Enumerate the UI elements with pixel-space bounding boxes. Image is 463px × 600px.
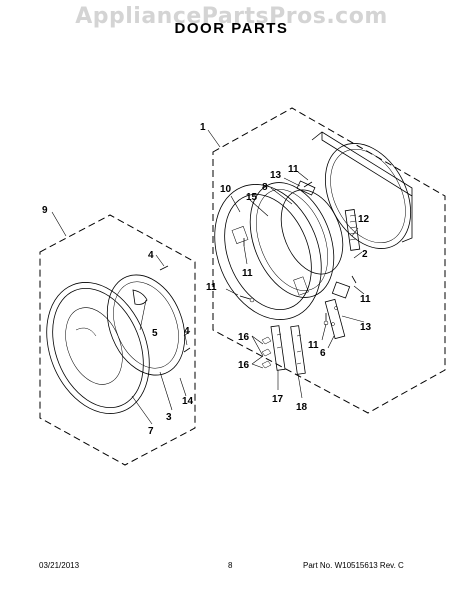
page-title: DOOR PARTS [174,20,289,37]
inner-door-group-box [212,107,446,414]
latch-strips [270,325,306,375]
callout-16b: 16 [238,360,250,371]
callout-7: 7 [148,426,154,437]
footer-page-number: 8 [228,561,233,570]
inner-door-frame [214,184,322,320]
callout-16a: 16 [238,332,250,343]
door-glass [249,182,335,298]
callout-2: 2 [362,249,368,260]
footer-date: 03/21/2013 [39,561,80,570]
door-gasket [280,189,344,275]
callout-9: 9 [42,205,48,216]
callout-3: 3 [166,412,172,423]
callout-17: 17 [272,394,284,405]
leader-lines [51,129,365,425]
callout-14: 14 [182,396,194,407]
upper-hinge-bracket [296,180,316,196]
callout-11c: 11 [206,282,217,293]
callout-4a: 4 [148,250,154,261]
outer-door-assembly [46,265,191,414]
callout-11e: 11 [308,340,319,351]
lower-hinge-bracket [324,281,351,340]
footer-part-number: Part No. W10515613 Rev. C [303,561,404,570]
callout-11b: 11 [242,268,253,279]
callout-18: 18 [296,402,308,413]
callouts: 1 9 4 5 4 14 3 7 10 15 8 13 11 11 11 12 … [42,122,372,437]
callout-1: 1 [200,122,206,133]
callout-12: 12 [358,214,370,225]
callout-13a: 13 [270,170,282,181]
callout-13b: 13 [360,322,372,333]
callout-11a: 11 [288,164,299,175]
callout-6: 6 [320,348,326,359]
watermark: AppliancePartsPros.com [75,4,388,29]
outer-door-group-box [39,214,196,466]
screws [239,181,357,326]
callout-15: 15 [246,192,258,203]
callout-4b: 4 [184,326,190,337]
callout-11d: 11 [360,294,371,305]
callout-5: 5 [152,328,158,339]
callout-8: 8 [262,182,268,193]
callout-10: 10 [220,184,232,195]
latch-clips [261,336,272,369]
